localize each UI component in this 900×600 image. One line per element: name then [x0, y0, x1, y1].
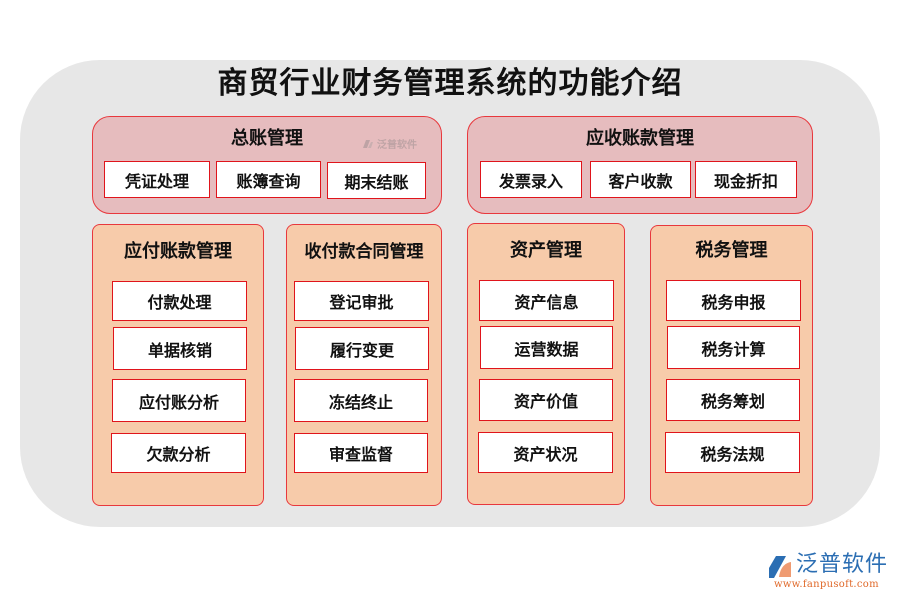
item-freeze-terminate[interactable]: 冻结终止 [294, 379, 428, 422]
item-registration-approval[interactable]: 登记审批 [294, 281, 429, 321]
item-document-writeoff[interactable]: 单据核销 [113, 327, 247, 370]
item-tax-calculation[interactable]: 税务计算 [667, 326, 800, 369]
group-title: 收付款合同管理 [304, 242, 424, 262]
group-title: 应收账款管理 [586, 128, 694, 149]
item-payable-analysis[interactable]: 应付账分析 [112, 379, 246, 422]
item-tax-planning[interactable]: 税务筹划 [666, 379, 800, 421]
item-asset-status[interactable]: 资产状况 [478, 432, 613, 473]
item-period-closing[interactable]: 期末结账 [327, 162, 426, 199]
item-review-supervision[interactable]: 审查监督 [294, 433, 428, 473]
logo-url: www.fanpusoft.com [774, 579, 879, 590]
item-arrears-analysis[interactable]: 欠款分析 [111, 433, 246, 473]
item-tax-filing[interactable]: 税务申报 [666, 280, 801, 321]
page-title: 商贸行业财务管理系统的功能介绍 [217, 66, 683, 101]
fanpu-logo-icon [769, 556, 791, 578]
item-voucher-processing[interactable]: 凭证处理 [104, 161, 210, 198]
item-tax-regulations[interactable]: 税务法规 [665, 432, 800, 473]
item-customer-receipt[interactable]: 客户收款 [590, 161, 691, 198]
item-cash-discount[interactable]: 现金折扣 [695, 161, 797, 198]
item-invoice-entry[interactable]: 发票录入 [480, 161, 582, 198]
item-ledger-query[interactable]: 账簿查询 [216, 161, 321, 198]
item-payment-processing[interactable]: 付款处理 [112, 281, 247, 321]
item-asset-value[interactable]: 资产价值 [479, 379, 613, 421]
group-title: 资产管理 [510, 240, 582, 261]
item-performance-change[interactable]: 履行变更 [295, 327, 429, 370]
logo-name: 泛普软件 [796, 552, 889, 577]
brand-logo: 泛普软件 www.fanpusoft.com [766, 551, 896, 596]
watermark-text: 泛普软件 [377, 140, 417, 151]
watermark: 泛普软件 [362, 136, 417, 151]
item-operating-data[interactable]: 运营数据 [480, 326, 613, 369]
group-title: 税务管理 [695, 240, 768, 261]
group-title: 总账管理 [231, 128, 303, 149]
group-title: 应付账款管理 [124, 241, 232, 262]
watermark-logo-icon [363, 139, 373, 148]
item-asset-info[interactable]: 资产信息 [479, 280, 614, 321]
